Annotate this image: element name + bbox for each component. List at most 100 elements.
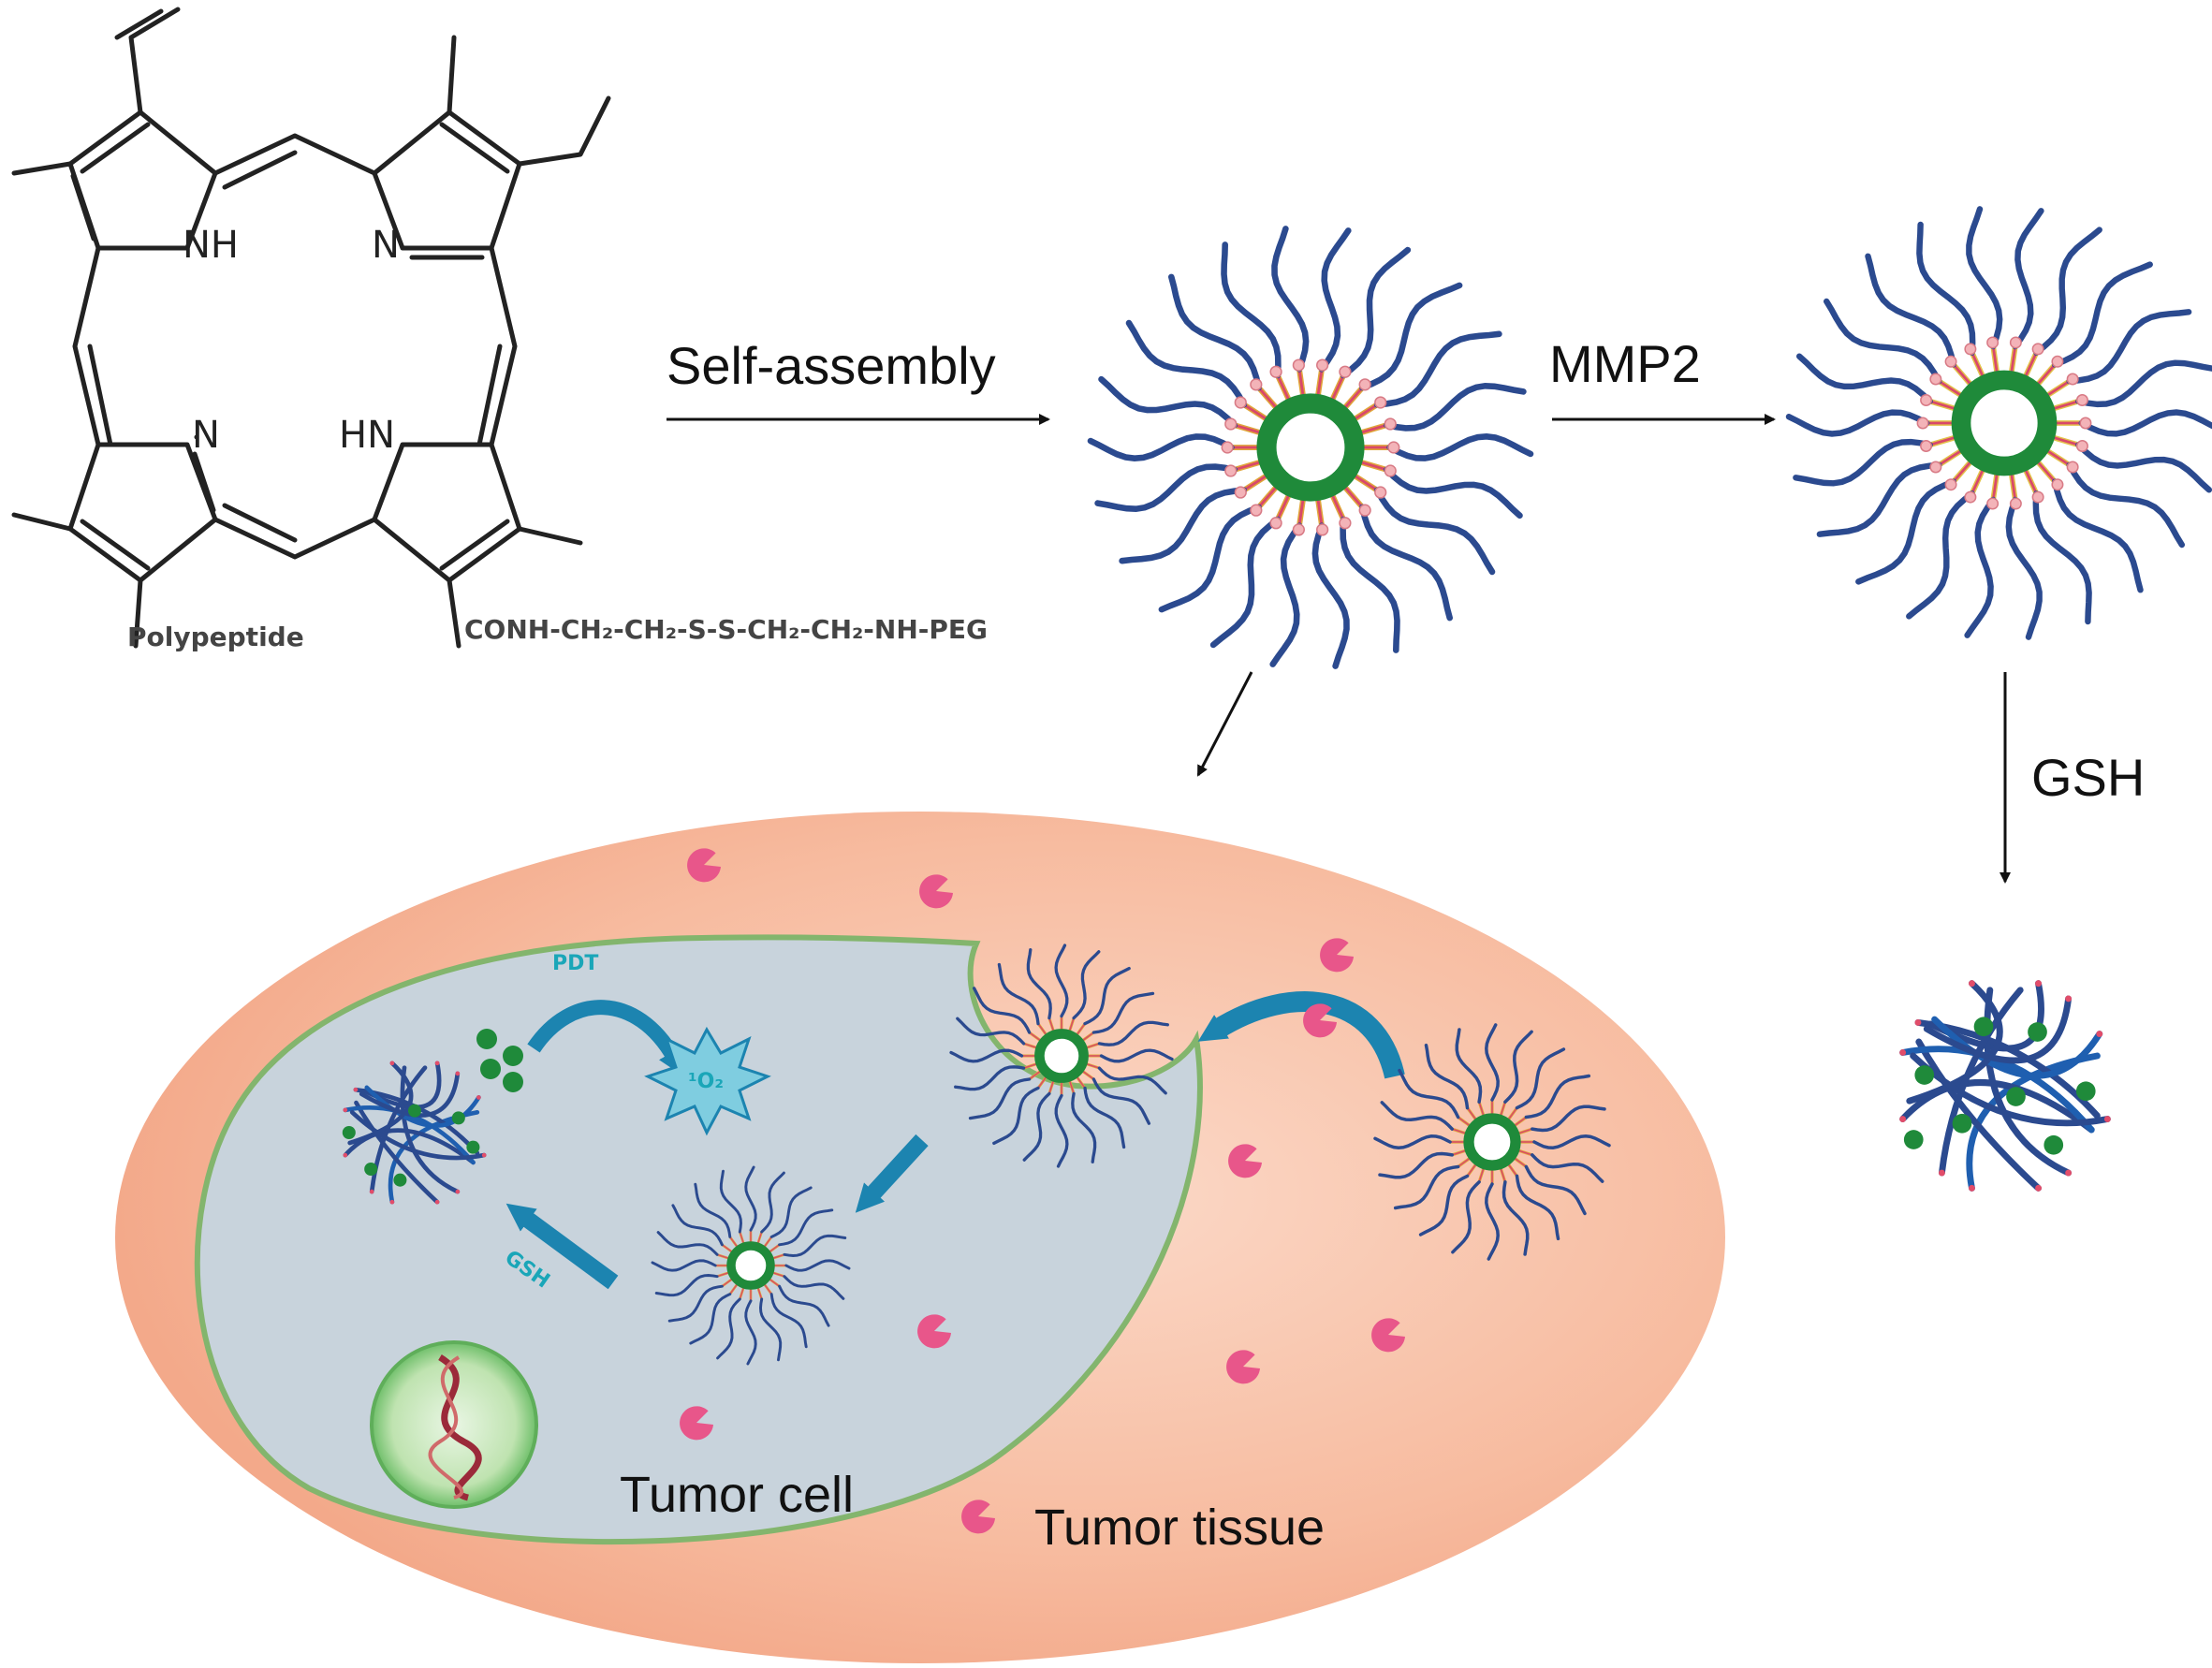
micelle-linker-segment [1517, 1128, 1533, 1134]
micelle-peg-chain [716, 1297, 741, 1360]
micelle-linker-segment [1076, 1023, 1086, 1036]
micelle-peg-chain [1531, 1153, 1604, 1183]
porphyrin-structure [11, 7, 611, 649]
micelle-peg-chain [1524, 1164, 1587, 1216]
micelle-linker-segment [757, 1231, 763, 1244]
atom-label-n-top: N [372, 224, 400, 267]
micelle-linker-segment [1037, 1023, 1047, 1036]
micelle-peptide-bead [2051, 355, 2064, 368]
micelle-linker-segment [1048, 1017, 1055, 1032]
micelle-peg-chain [1072, 950, 1101, 1020]
micelle-peg-chain [1054, 1093, 1069, 1168]
micelle-peg-chain [2075, 442, 2212, 493]
micelle-peg-chain [956, 1017, 1026, 1046]
micelle-peg-chain [1793, 438, 1933, 487]
tangle-chain-end [389, 1199, 395, 1205]
micelle-peg-chain [1087, 433, 1235, 462]
micelle-linker-segment [1451, 1149, 1467, 1156]
micelle-peg-chain [1097, 1020, 1169, 1046]
micelle-peg-chain [992, 1086, 1040, 1146]
tangle-chain-end [2065, 1169, 2073, 1177]
micelle-peptide-bead [1339, 517, 1352, 530]
micelle-core [1034, 1029, 1089, 1083]
micelle-peg-chain [1424, 1043, 1470, 1110]
tangle-drug-dot [1914, 1065, 1935, 1085]
micelle-linker-segment [772, 1253, 785, 1259]
micelle-peg-chain [2005, 496, 2043, 640]
tangle-drug-dot [364, 1162, 378, 1177]
disassembled-nanoparticle-in-cell [342, 1061, 487, 1205]
micelle-peg-chain [1386, 432, 1534, 461]
tangle-drug-dot [451, 1111, 465, 1125]
tangle-chain-end [2065, 995, 2073, 1002]
pdt-label: PDT [552, 952, 598, 975]
micelle-peg-chain [1373, 330, 1502, 408]
micelle-peptide-bead [1250, 378, 1263, 391]
micelle-peg-chain [1125, 319, 1248, 408]
micelle-peg-chain [1855, 478, 1957, 585]
micelle-peg-chain [1221, 241, 1282, 379]
micelle-peptide-bead [2079, 417, 2092, 430]
atom-label-n-bottom: N [192, 414, 220, 457]
micelle-peg-chain [1340, 516, 1400, 653]
micelle-peg-chain [1099, 1048, 1174, 1063]
micelle-peptide-bead [1384, 417, 1397, 431]
endosome-arrow [855, 1134, 929, 1213]
enzyme-markers [680, 848, 1405, 1534]
gsh-inner-arrow [505, 1203, 619, 1290]
micelle-peptide-bead [2031, 490, 2044, 504]
micelle-linker-segment [1514, 1157, 1527, 1168]
micelle-linker-segment [769, 1279, 780, 1287]
micelle-in-tissue [1373, 1023, 1611, 1261]
micelle-peptide-bead [2075, 439, 2088, 452]
micelle-linker-segment [772, 1272, 785, 1278]
micelle-peptide-bead [1224, 417, 1238, 431]
micelle-peg-chain [2066, 309, 2192, 385]
tangle-chain-end [2096, 1031, 2103, 1038]
micelle-peg-chain [760, 1171, 785, 1234]
micelle-peg-chain [1083, 966, 1131, 1026]
micelle-linker-segment [729, 1283, 738, 1295]
micelle-linker-segment [1451, 1128, 1467, 1134]
micelle-peg-chain [1209, 516, 1282, 649]
mmp2-enzyme [1320, 938, 1354, 973]
tangle-chain-end [2035, 1184, 2042, 1192]
micelle-peg-chain [1906, 490, 1975, 620]
micelle-peg-chain [968, 1077, 1032, 1120]
micelle-peptide-bead [2009, 497, 2022, 510]
tangle-chain [343, 1128, 476, 1165]
tangle-chain [1938, 987, 2024, 1177]
micelle-peptide-bead [1929, 461, 1942, 474]
micelle-cleaved [1785, 206, 2212, 640]
micelle-peptide-bead [2051, 478, 2064, 491]
micelle-peg-chain [651, 1259, 717, 1272]
micelle-linker-segment [1458, 1116, 1471, 1127]
tangle-drug-dot [2006, 1087, 2026, 1106]
micelle-linker-segment [722, 1279, 733, 1287]
micelle-peg-chain [1502, 1180, 1530, 1256]
micelle-peg-chain [1524, 1074, 1591, 1119]
mmp2-label: MMP2 [1549, 334, 1701, 393]
tangle-drug-dot [342, 1125, 356, 1140]
micelle-peg-chain [1515, 1047, 1566, 1110]
micelle-peptide-bead [1964, 490, 1977, 504]
micelle-peg-chain [1795, 353, 1933, 404]
tangle-drug-dot [407, 1104, 422, 1118]
micelle-peg-chain [2012, 208, 2044, 350]
tangle-drug-dot [2028, 1022, 2047, 1042]
tangle-chain-end [2035, 980, 2042, 988]
mmp2-enzyme [919, 874, 953, 909]
tangle-chain-end [389, 1061, 395, 1066]
tangle-drug-dot [466, 1140, 480, 1154]
tangle-chain [1926, 980, 2044, 1052]
tangle-chain-end [353, 1087, 359, 1092]
mmp2-enzyme [917, 1314, 951, 1349]
tangle-chain-end [343, 1152, 348, 1158]
micelle-peg-chain [1271, 226, 1310, 373]
mmp2-enzyme [1371, 1318, 1405, 1353]
micelle-peg-chain [783, 1275, 845, 1300]
tangle-chain-end [343, 1107, 348, 1113]
micelle-layer [342, 206, 2212, 1366]
substituent-polypeptide: Polypeptide [127, 622, 304, 652]
